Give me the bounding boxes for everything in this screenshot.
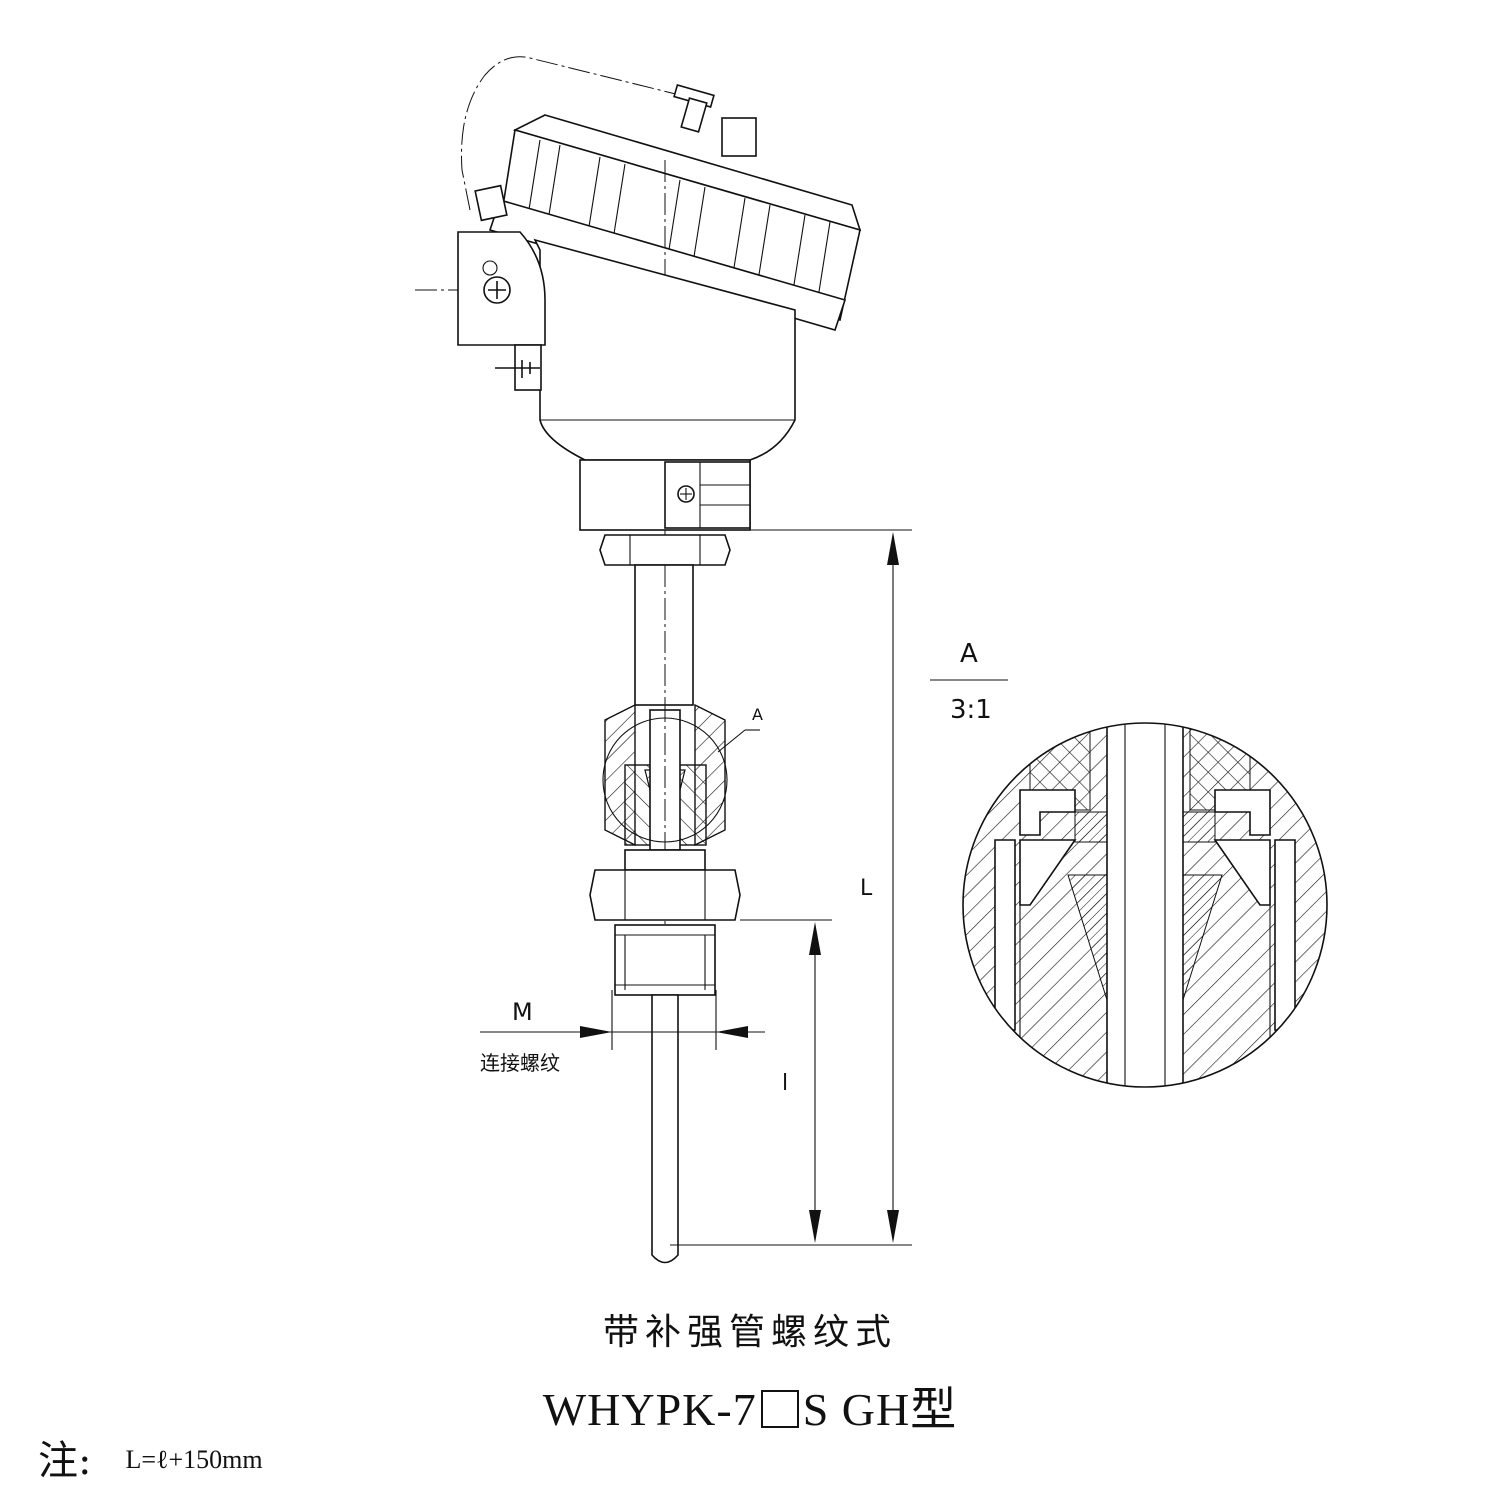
cable-gland [664, 461, 751, 529]
probe-sheath [651, 994, 679, 1264]
drawing-subtitle: 带补强管螺纹式 [602, 1312, 897, 1353]
note-formula: L=ℓ+150mm [125, 1445, 263, 1474]
model-designation: WHYPK-7 S GH型 [0, 1373, 1500, 1439]
detail-view-header: A 3:1 [930, 639, 1008, 725]
model-suffix: S GH型 [802, 1384, 958, 1435]
thread-caption: 连接螺纹 [480, 1051, 560, 1075]
ground-screw-icon [495, 344, 542, 391]
model-prefix: WHYPK-7 [542, 1384, 757, 1435]
junction-head [415, 56, 862, 560]
detail-callout-circle [602, 717, 728, 843]
dimension-l-label: l [782, 1071, 788, 1096]
open-lid-outline [461, 56, 701, 211]
note-label: 注: [38, 1438, 92, 1484]
thread-label: M [512, 998, 533, 1026]
detail-label: A [960, 639, 978, 669]
compression-fitting: A [602, 700, 763, 860]
detail-view-a [962, 722, 1328, 1088]
lower-hex-nut [589, 869, 741, 921]
callout-a-label: A [752, 705, 763, 724]
dimension-L-label: L [860, 876, 873, 901]
hinge-screw-icon [482, 260, 511, 304]
upper-hex-nut [599, 534, 731, 566]
model-option-box [760, 1390, 799, 1428]
fitting-collar [624, 849, 706, 871]
mounting-thread [614, 924, 716, 996]
note: 注: L=ℓ+150mm [38, 1428, 263, 1486]
dimension-M: M 连接螺纹 [480, 990, 765, 1075]
detail-scale: 3:1 [950, 695, 992, 725]
dimension-L: L [670, 529, 912, 1246]
dimension-l: l [740, 919, 832, 1243]
lid-screw-icon [673, 84, 757, 157]
